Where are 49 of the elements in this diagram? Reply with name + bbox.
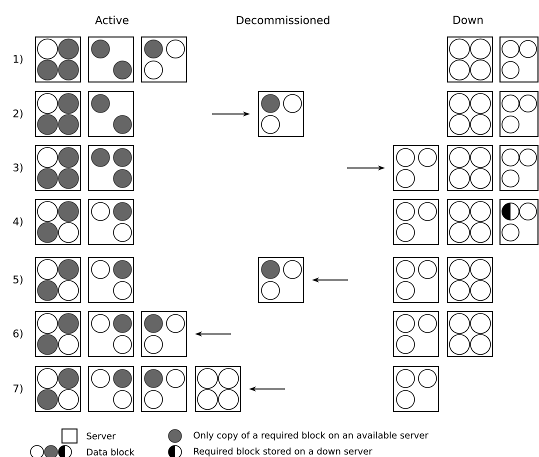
server-box: [392, 144, 440, 192]
row-number: 5): [13, 275, 22, 285]
server-box: [34, 90, 82, 138]
server-box: [88, 36, 134, 83]
row-number: 3): [13, 163, 22, 173]
server-box: [88, 90, 134, 138]
server-box: [258, 90, 304, 138]
server-box: [88, 366, 134, 412]
server-box: [499, 144, 539, 192]
server-box: [34, 36, 82, 83]
column-heading: Active: [95, 16, 128, 24]
server-box: [499, 36, 539, 83]
server-box: [446, 144, 494, 192]
server-box: [34, 256, 82, 304]
server-box: [34, 198, 82, 246]
server-box: [194, 366, 242, 412]
row-number: 4): [13, 217, 22, 227]
server-box: [34, 144, 82, 192]
server-box: [392, 366, 440, 412]
row-number: 2): [13, 109, 22, 119]
server-box: [446, 310, 494, 358]
server-box: [499, 90, 539, 138]
server-box: [88, 310, 134, 358]
column-heading: Down: [454, 16, 483, 24]
column-heading: Decommissioned: [236, 16, 330, 24]
legend-text: Server: [86, 432, 116, 440]
legend-text: Only copy of a required block on an available server: [194, 432, 428, 440]
server-box: [392, 310, 440, 358]
server-box: [88, 144, 134, 192]
row-number: 1): [14, 54, 22, 64]
server-box: [392, 198, 440, 246]
row-number: 6): [13, 329, 22, 339]
server-box: [140, 36, 188, 83]
server-box: [34, 310, 82, 358]
server-box: [446, 36, 494, 83]
server-box: [446, 198, 494, 246]
server-box: [446, 90, 494, 138]
legend-text: Data block: [87, 448, 134, 456]
server-box: [140, 366, 188, 412]
server-box: [446, 256, 494, 304]
server-box: [34, 366, 82, 412]
legend-text: Required block stored on a down server: [194, 448, 372, 456]
server-box: [258, 256, 304, 304]
server-box: [392, 256, 440, 304]
server-box: [88, 198, 134, 246]
server-box: [140, 310, 188, 358]
row-number: 7): [13, 384, 22, 394]
server-box: [499, 198, 539, 246]
server-box: [88, 256, 134, 304]
